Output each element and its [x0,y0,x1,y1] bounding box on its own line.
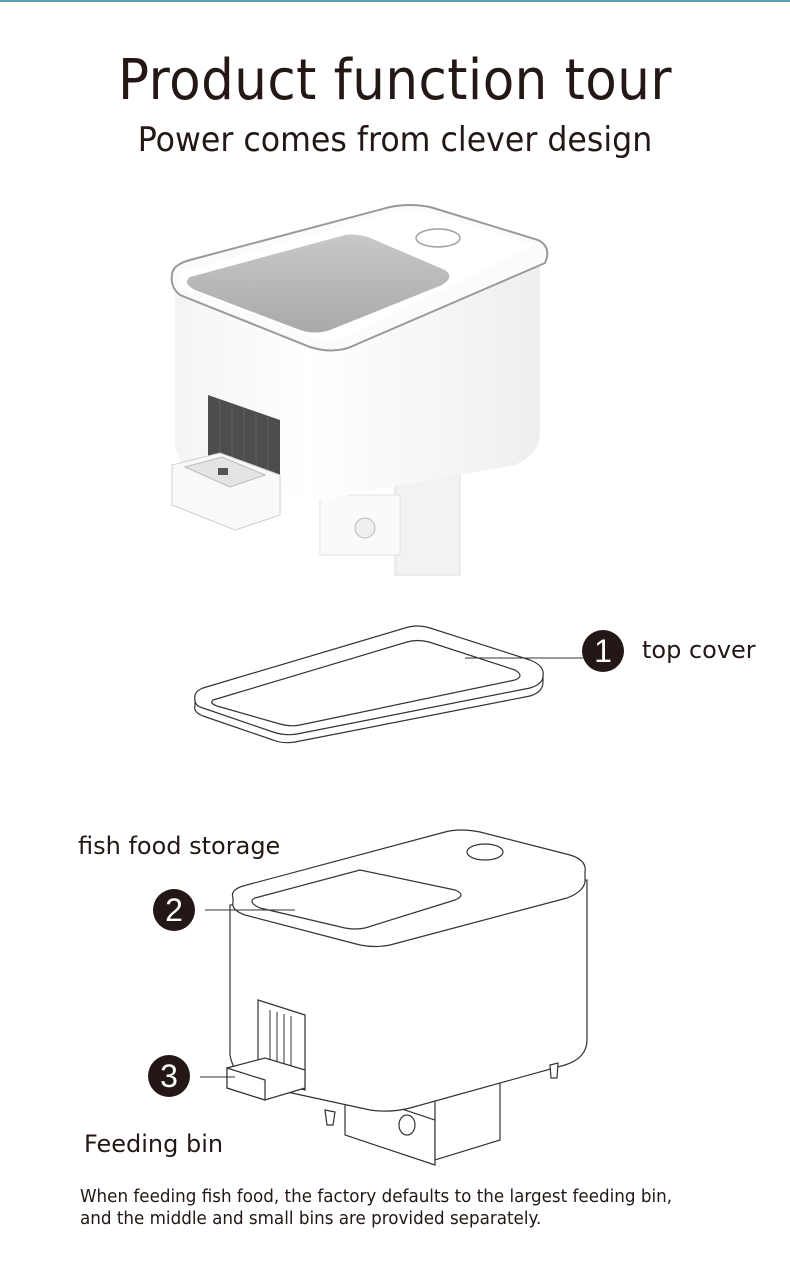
callout-label-feeding-bin: Feeding bin [84,1130,224,1158]
feeding-bin-caption: When feeding fish food, the factory defa… [80,1186,673,1229]
top-cover-drawing [194,625,583,744]
callout-badge-2: 2 [153,889,195,931]
callout-badge-3: 3 [148,1055,190,1097]
top-accent-line [0,0,790,2]
page-subtitle: Power comes from clever design [137,120,653,160]
callout-label-fish-food-storage: fish food storage [78,832,281,860]
feeder-line-drawing [200,829,588,1166]
page-title: Product function tour [117,48,673,113]
callout-badge-1: 1 [582,630,624,672]
callout-label-top-cover: top cover [642,636,756,664]
product-render-image [170,204,549,576]
